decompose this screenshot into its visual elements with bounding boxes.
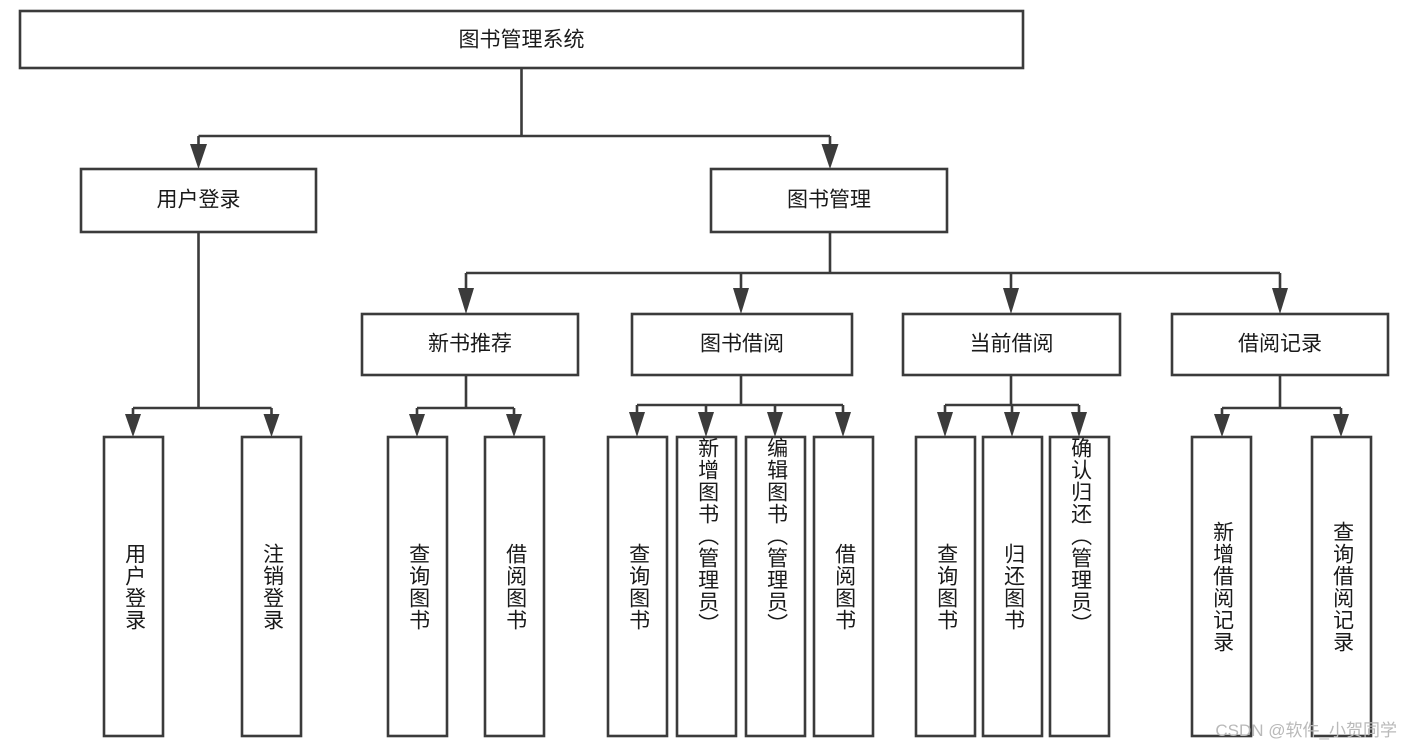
node-root-box[interactable] bbox=[18, 9, 1025, 70]
connector-group-currentborrow-to-leaves bbox=[937, 375, 1087, 437]
arrow-head-userlogin-leaf-0 bbox=[125, 414, 141, 437]
arrow-head-bookborrow-leaf-0 bbox=[629, 412, 645, 437]
node-user-login[interactable]: 用户登录 bbox=[79, 167, 318, 234]
node-user-login-box[interactable] bbox=[79, 167, 318, 234]
leaf-box-user-login-0[interactable] bbox=[102, 435, 165, 738]
node-root-label: 图书管理系统 bbox=[459, 29, 585, 52]
arrow-head-current-borrow bbox=[1003, 288, 1019, 314]
arrow-head-borrowrecord-leaf-1 bbox=[1333, 414, 1349, 437]
leaf-box-group-user-login bbox=[102, 435, 303, 738]
leaf-box-book-borrow-0[interactable] bbox=[606, 435, 669, 738]
connector-group-newbook-to-leaves bbox=[409, 375, 522, 437]
leaf-box-book-borrow-1[interactable] bbox=[675, 435, 738, 738]
node-book-borrow-label: 图书借阅 bbox=[700, 333, 784, 356]
connector-group-userlogin-to-leaves bbox=[125, 232, 280, 437]
leaf-box-current-borrow-0[interactable] bbox=[914, 435, 977, 738]
connector-group-root-to-level2 bbox=[190, 68, 839, 169]
node-book-borrow[interactable]: 图书借阅 bbox=[630, 312, 854, 377]
arrow-head-borrow-record bbox=[1272, 288, 1288, 314]
leaf-box-borrow-record-0[interactable] bbox=[1190, 435, 1253, 738]
arrow-head-bookborrow-leaf-1 bbox=[698, 412, 714, 437]
node-new-book-recommend-box[interactable] bbox=[360, 312, 580, 377]
node-borrow-record-label: 借阅记录 bbox=[1238, 333, 1322, 356]
leaf-box-current-borrow-1[interactable] bbox=[981, 435, 1044, 738]
leaf-box-borrow-record-1[interactable] bbox=[1310, 435, 1373, 738]
arrow-head-currentborrow-leaf-0 bbox=[937, 412, 953, 437]
leaf-box-current-borrow-2[interactable] bbox=[1048, 435, 1111, 738]
node-current-borrow-label: 当前借阅 bbox=[970, 333, 1054, 356]
leaf-box-group-borrow-record bbox=[1190, 435, 1373, 738]
arrow-head-book-manage bbox=[821, 144, 839, 169]
connector-group-bookmanage-to-level3 bbox=[458, 232, 1288, 314]
arrow-head-user-login bbox=[190, 144, 207, 169]
leaf-box-group-book-borrow bbox=[606, 435, 875, 738]
arrow-head-book-borrow bbox=[733, 288, 749, 314]
node-user-login-label: 用户登录 bbox=[157, 189, 241, 212]
arrow-head-bookborrow-leaf-2 bbox=[767, 412, 783, 437]
node-new-book-recommend-label: 新书推荐 bbox=[428, 333, 512, 356]
leaf-box-user-login-1[interactable] bbox=[240, 435, 303, 738]
node-book-manage-box[interactable] bbox=[709, 167, 949, 234]
node-book-borrow-box[interactable] bbox=[630, 312, 854, 377]
leaf-box-book-borrow-2[interactable] bbox=[744, 435, 807, 738]
leaf-box-new-book-0[interactable] bbox=[386, 435, 449, 738]
arrow-head-borrowrecord-leaf-0 bbox=[1214, 414, 1230, 437]
node-new-book-recommend[interactable]: 新书推荐 bbox=[360, 312, 580, 377]
node-root[interactable]: 图书管理系统 bbox=[18, 9, 1025, 70]
leaf-box-new-book-1[interactable] bbox=[483, 435, 546, 738]
node-borrow-record-box[interactable] bbox=[1170, 312, 1390, 377]
leaf-box-group-new-book-recommend bbox=[386, 435, 546, 738]
arrow-head-newbook-leaf-1 bbox=[506, 414, 522, 437]
arrow-head-bookborrow-leaf-3 bbox=[835, 412, 851, 437]
leaf-box-book-borrow-3[interactable] bbox=[812, 435, 875, 738]
node-book-manage[interactable]: 图书管理 bbox=[709, 167, 949, 234]
connector-group-bookborrow-to-leaves bbox=[629, 375, 851, 437]
node-current-borrow[interactable]: 当前借阅 bbox=[901, 312, 1122, 377]
leaf-box-group-current-borrow bbox=[914, 435, 1111, 738]
arrow-head-userlogin-leaf-1 bbox=[263, 414, 280, 437]
arrow-head-new-book bbox=[458, 288, 474, 314]
connector-group-borrowrecord-to-leaves bbox=[1214, 375, 1349, 437]
arrow-head-currentborrow-leaf-1 bbox=[1004, 412, 1020, 437]
node-current-borrow-box[interactable] bbox=[901, 312, 1122, 377]
node-book-manage-label: 图书管理 bbox=[787, 189, 871, 212]
arrow-head-currentborrow-leaf-2 bbox=[1071, 412, 1087, 437]
arrow-head-newbook-leaf-0 bbox=[409, 414, 425, 437]
node-borrow-record[interactable]: 借阅记录 bbox=[1170, 312, 1390, 377]
